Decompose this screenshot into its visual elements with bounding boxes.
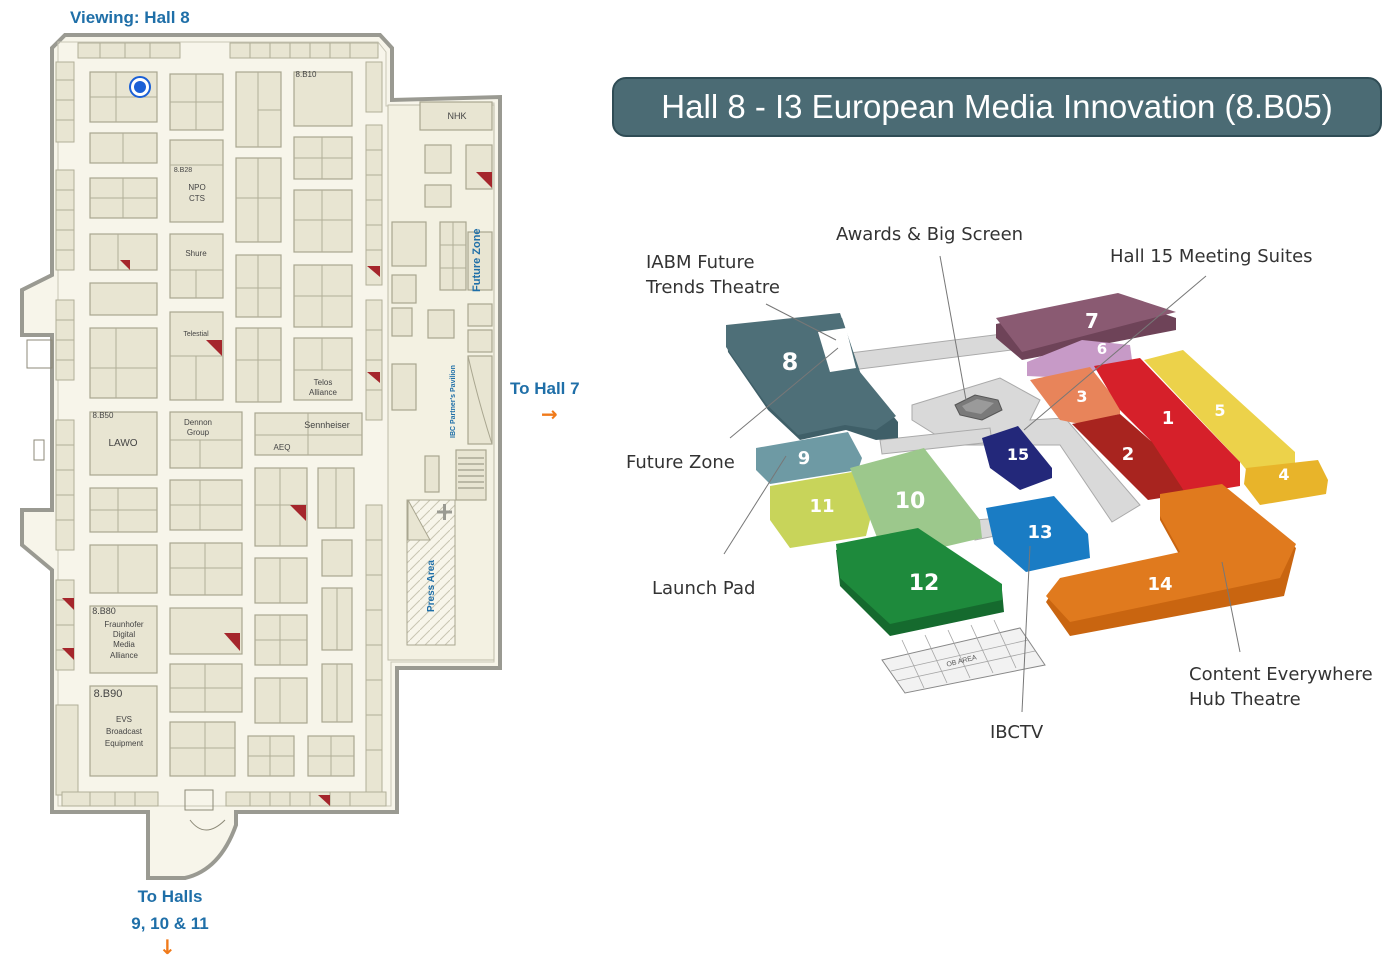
callout-content-line2: Hub Theatre: [1189, 689, 1301, 710]
zone-13-number: 13: [1027, 522, 1052, 543]
callout-ibctv: IBCTV: [990, 722, 1044, 743]
booth-label-b890: 8.B90: [94, 688, 123, 700]
booth-label-equipment: Equipment: [105, 739, 144, 748]
to-halls-line2: 9, 10 & 11: [131, 914, 209, 933]
callout-launch-pad: Launch Pad: [652, 578, 756, 599]
zone-12-number: 12: [909, 571, 940, 596]
viewing-label: Viewing: Hall 8: [70, 8, 190, 27]
zone-8-number: 8: [782, 348, 799, 376]
booth-label-cts: CTS: [189, 194, 205, 203]
zone-5-number: 5: [1214, 401, 1225, 420]
booth-label-fraun-alliance: Alliance: [110, 651, 139, 660]
booth-label-nhk: NHK: [447, 111, 466, 121]
callout-awards: Awards & Big Screen: [836, 224, 1024, 245]
booth-label-lawo: LAWO: [108, 438, 137, 449]
zone-14[interactable]: 14: [1046, 484, 1296, 636]
partners-pavilion-label[interactable]: IBC Partner's Pavilion: [450, 365, 457, 438]
to-hall7-link[interactable]: To Hall 7: [510, 379, 580, 398]
zone-14-number: 14: [1147, 574, 1172, 595]
booth-label-dennon: Dennon: [184, 418, 212, 427]
booth-label-broadcast: Broadcast: [106, 727, 143, 736]
booth-label-b880: 8.B80: [92, 606, 116, 616]
zone-4[interactable]: 4: [1244, 460, 1328, 505]
zone-1-number: 1: [1162, 408, 1175, 429]
booth-label-group: Group: [187, 428, 210, 437]
zone-7[interactable]: 7: [996, 293, 1176, 360]
venue-overview-map[interactable]: OB AREA 8 7 6 5 4: [600, 190, 1380, 750]
callout-iabm-line1: IABM Future: [646, 252, 755, 273]
booth-label-fraunhofer: Fraunhofer: [104, 620, 143, 629]
arrow-down-icon: ↓: [159, 935, 176, 959]
zone-11-number: 11: [809, 496, 834, 517]
callout-future-zone: Future Zone: [626, 452, 735, 473]
booth-label-telestial: Telestial: [183, 331, 209, 338]
press-area-label[interactable]: Press Area: [426, 560, 437, 612]
zone-3[interactable]: 3: [1030, 367, 1120, 424]
zone-11[interactable]: 11: [770, 472, 872, 548]
booth-label-b850: 8.B50: [93, 411, 114, 420]
zone-15[interactable]: 15: [982, 426, 1052, 490]
hall8-floor-plan[interactable]: 8.B10 NHK 8.B28 NPO CTS Shure Telestial …: [0, 0, 600, 970]
booth-label-media: Media: [113, 640, 135, 649]
zone-12[interactable]: 12: [836, 528, 1004, 636]
zone-6-number: 6: [1097, 340, 1107, 358]
to-halls-link[interactable]: To Halls 9, 10 & 11: [100, 883, 240, 937]
booth-label-aeq: AEQ: [274, 443, 291, 452]
zone-10[interactable]: 10: [850, 448, 982, 552]
callout-content-everywhere: Content Everywhere Hub Theatre: [1189, 662, 1373, 712]
booth-label-digital: Digital: [113, 630, 135, 639]
callout-content-line1: Content Everywhere: [1189, 664, 1373, 685]
zone-1[interactable]: 1: [1094, 358, 1240, 495]
zone-2-number: 2: [1122, 444, 1135, 465]
zone-10-number: 10: [895, 489, 926, 514]
booth-label-alliance: Alliance: [309, 388, 338, 397]
zone-15-number: 15: [1007, 445, 1029, 464]
hall-title-banner: Hall 8 - I3 European Media Innovation (8…: [612, 77, 1382, 137]
callout-iabm: IABM Future Trends Theatre: [646, 250, 780, 300]
booth-label-evs: EVS: [116, 715, 132, 724]
location-marker-icon: [129, 76, 151, 98]
zone-13[interactable]: 13: [986, 496, 1090, 572]
callout-hall15: Hall 15 Meeting Suites: [1110, 246, 1313, 267]
zone-9-number: 9: [798, 448, 811, 469]
booth-label-sennheiser: Sennheiser: [304, 420, 350, 430]
booth-label-telos: Telos: [314, 378, 333, 387]
future-zone-label[interactable]: Future Zone: [471, 228, 483, 292]
to-halls-line1: To Halls: [137, 887, 203, 906]
booth-label-b828: 8.B28: [174, 167, 192, 174]
booth-label-npo: NPO: [188, 183, 205, 192]
zone-7-number: 7: [1085, 309, 1099, 333]
zone-5[interactable]: 5: [1144, 350, 1295, 472]
arrow-right-icon: →: [541, 402, 558, 426]
booth-label-shure: Shure: [185, 249, 207, 258]
booth-label-b010: 8.B10: [296, 70, 317, 79]
zone-3-number: 3: [1076, 387, 1087, 406]
ob-area[interactable]: OB AREA: [881, 619, 1046, 694]
zone-8[interactable]: 8: [726, 313, 898, 440]
zone-9[interactable]: 9: [756, 432, 862, 484]
callout-iabm-line2: Trends Theatre: [646, 277, 781, 298]
zone-6[interactable]: 6: [1027, 340, 1132, 378]
zone-4-number: 4: [1278, 465, 1289, 484]
zone-2[interactable]: 2: [1072, 414, 1186, 500]
